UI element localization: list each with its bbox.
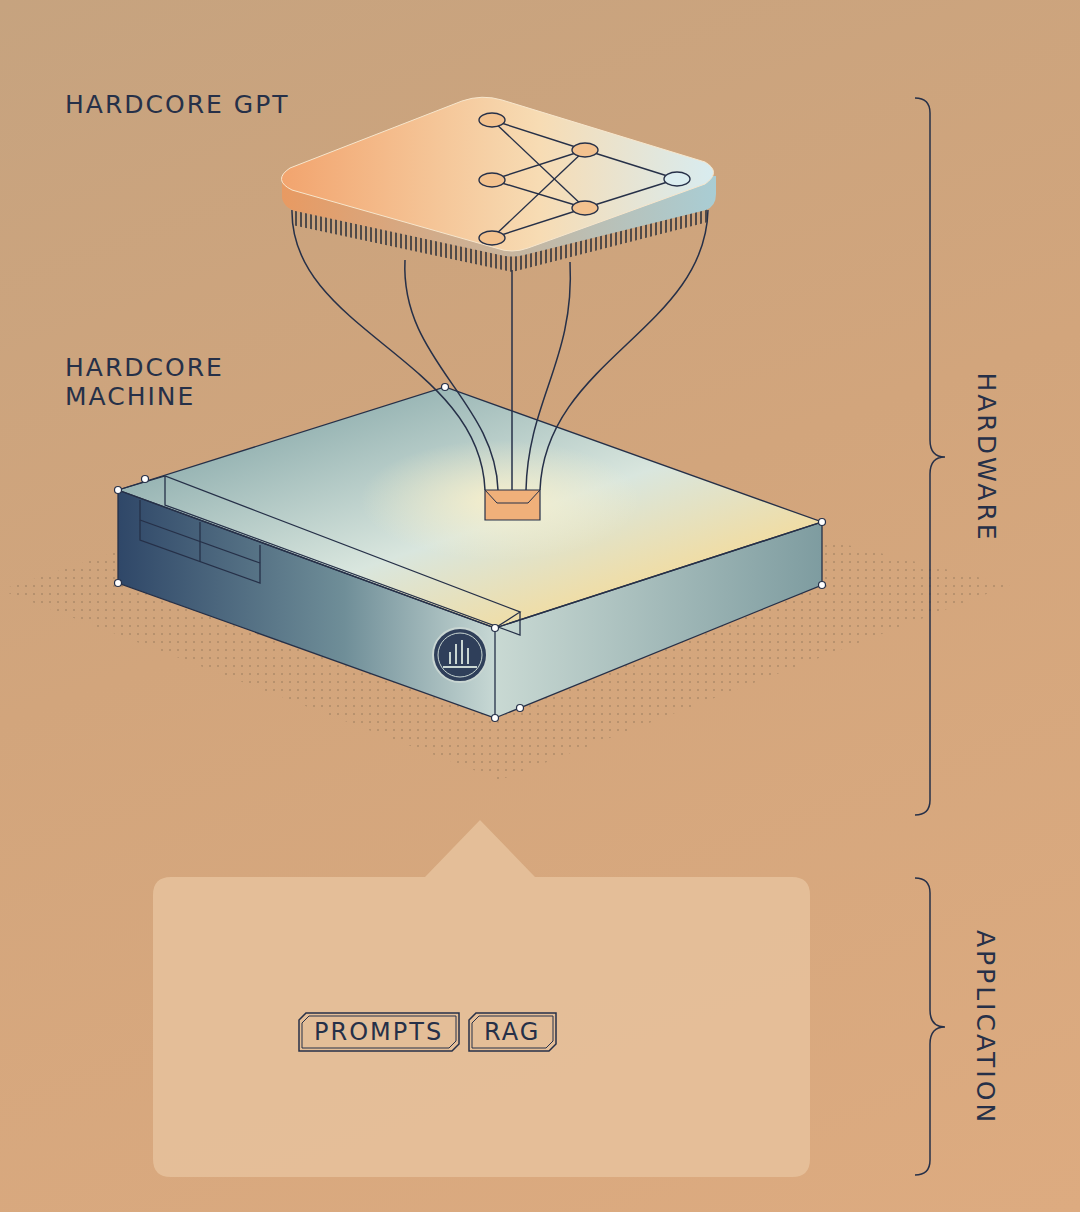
tag-text: RAG [484, 1018, 540, 1046]
part-label: HARDCORE GPT [65, 90, 315, 119]
socket [485, 490, 540, 520]
tag-box: PROMPTS [298, 1012, 459, 1052]
section-label: HARDWARE [972, 372, 1001, 542]
chip [281, 97, 716, 272]
tag-box: RAG [468, 1012, 556, 1052]
section-label: APPLICATION [971, 929, 1000, 1124]
tag-text: PROMPTS [314, 1018, 443, 1046]
brackets [915, 98, 945, 1175]
part-label: HARDCORE MACHINE [65, 353, 315, 411]
application-panel [153, 820, 810, 1177]
